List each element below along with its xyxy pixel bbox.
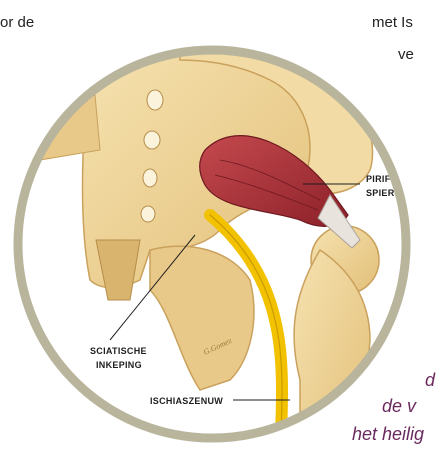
caption-line: d <box>425 370 435 391</box>
caption-line: de v <box>382 396 416 417</box>
sciatic-notch-label-line1: SCIATISCHE <box>90 346 147 356</box>
sciatic-notch-label-line2: INKEPING <box>96 360 142 370</box>
piriformis-label-line2: SPIER <box>366 188 395 198</box>
caption-line: het heilig <box>352 424 424 445</box>
sciatic-nerve-label: ISCHIASZENUW <box>150 396 223 406</box>
